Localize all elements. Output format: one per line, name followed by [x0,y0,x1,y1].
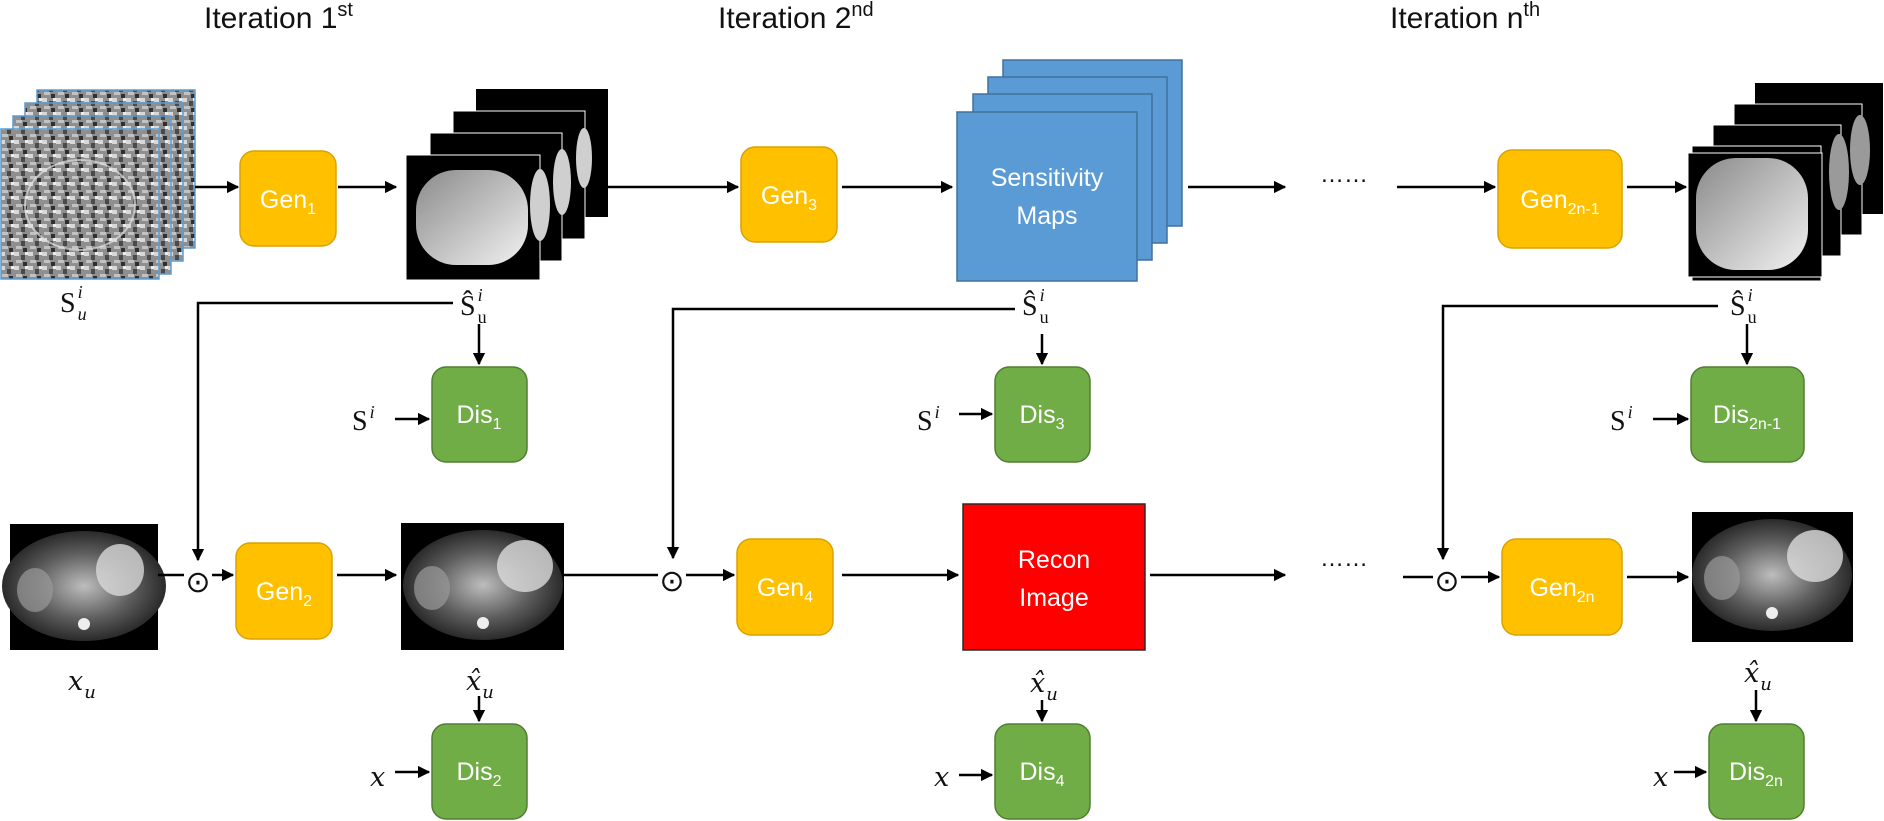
recon-image-block: Recon Image [962,503,1146,651]
connection-arrows [158,180,1763,782]
svg-text:Gen4: Gen4 [757,574,813,606]
svg-text:Gen2: Gen2 [256,578,312,610]
discriminator-2: Dis2 [431,723,528,820]
generator-2n: Gen2n [1501,538,1623,636]
generator-1: Gen1 [239,150,337,247]
recon-image-label-1: Recon [1018,546,1090,574]
iteration-1-title: Iteration 1st [204,0,353,35]
iteration-2-title: Iteration 2nd [718,0,874,35]
generator-2: Gen2 [235,542,333,640]
svg-text:Gen3: Gen3 [761,182,817,214]
svg-text:Dis2n: Dis2n [1729,758,1783,790]
discriminator-2n-1: Dis2n-1 [1690,366,1805,463]
svg-text:Dis4: Dis4 [1019,758,1064,790]
x-label-n: x [1653,762,1668,793]
sensitivity-maps-label-2: Maps [1016,202,1077,230]
undersampled-image [2,524,166,650]
svg-text:Dis2n-1: Dis2n-1 [1713,401,1781,433]
odot-symbol-1: ⊙ [185,565,210,600]
recon-image-label-2: Image [1019,584,1088,612]
svg-text:Gen1: Gen1 [260,186,316,218]
ellipsis-bottom: …… [1320,545,1368,572]
undersampled-sensitivity-stack [0,89,196,280]
x-hat-u-label-2: x̂u [1030,668,1058,705]
discriminator-4: Dis4 [994,723,1091,820]
generator-4: Gen4 [736,538,834,636]
x-label-1: x [370,762,385,793]
estimated-sensitivity-stack-1 [405,89,608,281]
x-label-2: x [934,762,949,793]
discriminator-2n: Dis2n [1708,723,1805,820]
generator-3: Gen3 [740,146,838,243]
odot-symbol-2: ⊙ [659,564,684,599]
sensitivity-maps-label-1: Sensitivity [991,164,1104,192]
x-hat-u-label-1: x̂u [466,666,494,703]
discriminator-1: Dis1 [431,366,528,463]
ellipsis-top: …… [1320,161,1368,188]
x-hat-u-label-n: x̂u [1744,658,1772,695]
reconstructed-image-1 [401,523,564,650]
odot-symbol-n: ⊙ [1434,564,1459,599]
x-u-label: xu [68,666,96,703]
svg-text:Dis2: Dis2 [456,758,501,790]
generator-2n-1: Gen2n-1 [1497,149,1623,249]
svg-text:Dis3: Dis3 [1019,401,1064,433]
svg-text:Gen2n: Gen2n [1529,574,1594,606]
svg-text:Dis1: Dis1 [456,401,501,433]
iteration-n-title: Iteration nth [1390,0,1540,35]
reconstructed-image-n [1692,512,1853,642]
svg-text:Gen2n-1: Gen2n-1 [1520,186,1599,218]
estimated-sensitivity-stack-n [1687,83,1883,282]
sensitivity-maps-stack: Sensitivity Maps [956,59,1183,282]
discriminator-3: Dis3 [994,366,1091,463]
